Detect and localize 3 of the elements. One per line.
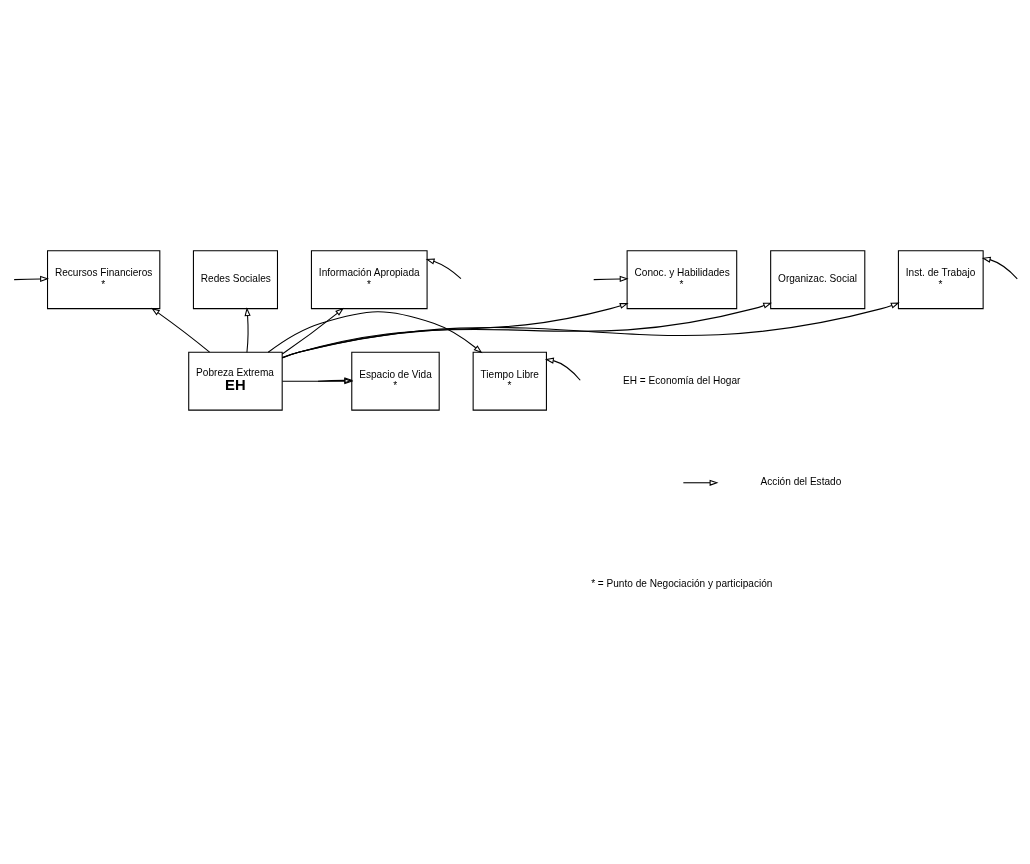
legend-label: Acción del Estado bbox=[760, 476, 841, 488]
label: * = Punto de Negociación y participación bbox=[590, 577, 772, 589]
label: EH = Economía del Hogar bbox=[622, 374, 740, 386]
